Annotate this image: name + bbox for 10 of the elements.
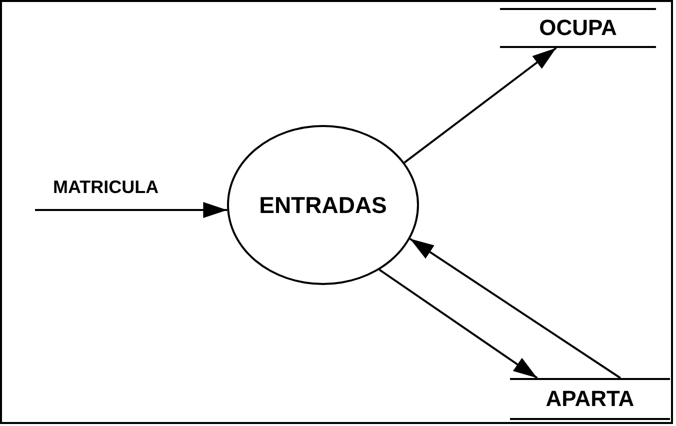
node-label: APARTA	[546, 386, 634, 412]
arrow	[404, 47, 557, 164]
node-label: OCUPA	[539, 15, 617, 41]
arrow	[35, 202, 228, 218]
data-store	[510, 378, 670, 420]
arrow	[409, 238, 621, 379]
arrow	[378, 268, 538, 379]
node-label: ENTRADAS	[259, 192, 387, 218]
process-ellipse	[227, 125, 419, 285]
data-store	[500, 8, 656, 48]
